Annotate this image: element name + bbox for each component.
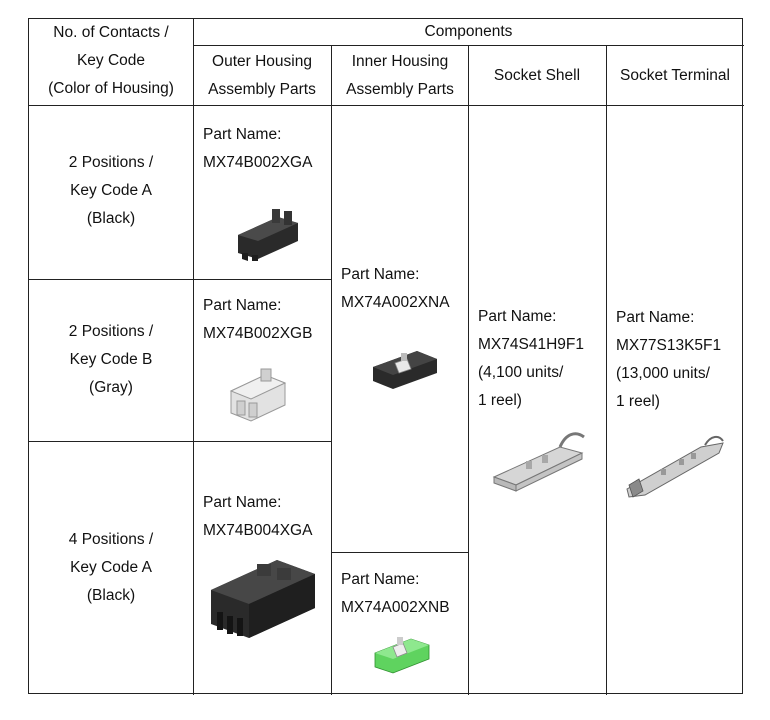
- header-line: Assembly Parts: [208, 81, 316, 98]
- key-line: 2 Positions /: [68, 323, 154, 340]
- header-contacts-key-code: No. of Contacts / Key Code (Color of Hou…: [29, 19, 193, 103]
- inner-part-2: Part Name: MX74A002XNB: [341, 566, 469, 622]
- part-number: MX74B004XGA: [203, 522, 313, 539]
- header-socket-shell: Socket Shell: [493, 67, 581, 84]
- reel-unit: 1 reel): [478, 392, 522, 409]
- header-line: Assembly Parts: [346, 81, 454, 98]
- row-divider: [29, 105, 744, 106]
- outer-part-1: Part Name: MX74B002XGA: [203, 121, 331, 177]
- row-key-2pos-b: 2 Positions / Key Code B (Gray): [29, 318, 193, 402]
- part-number: MX74S41H9F1: [478, 336, 584, 353]
- black-2-position-connector-icon: [232, 203, 304, 263]
- header-line: Outer Housing: [212, 53, 312, 70]
- key-line: Key Code A: [70, 182, 152, 199]
- header-socket-terminal: Socket Terminal: [620, 67, 730, 84]
- header-line: No. of Contacts /: [53, 24, 169, 41]
- column-divider: [193, 19, 194, 695]
- socket-terminal-part: Part Name: MX77S13K5F1 (13,000 units/ 1 …: [616, 304, 744, 416]
- key-line: 2 Positions /: [68, 154, 154, 171]
- row-divider: [331, 552, 469, 553]
- component-table: No. of Contacts / Key Code (Color of Hou…: [28, 18, 744, 695]
- part-name-label: Part Name:: [203, 126, 282, 143]
- header-line: Key Code: [76, 52, 146, 69]
- row-divider: [29, 441, 332, 442]
- socket-terminal-icon: [621, 429, 727, 503]
- part-name-label: Part Name:: [341, 266, 420, 283]
- column-divider: [331, 45, 332, 695]
- black-inner-housing-icon: [369, 345, 441, 393]
- key-line: Key Code B: [69, 351, 153, 368]
- green-inner-housing-icon: [371, 631, 433, 677]
- gray-2-position-connector-icon: [225, 365, 291, 425]
- header-components: Components: [424, 23, 513, 40]
- outer-part-2: Part Name: MX74B002XGB: [203, 292, 331, 348]
- key-line: (Black): [86, 587, 136, 604]
- column-divider: [606, 45, 607, 695]
- column-divider: [468, 45, 469, 695]
- part-name-label: Part Name:: [203, 494, 282, 511]
- part-name-label: Part Name:: [203, 297, 282, 314]
- part-number: MX77S13K5F1: [616, 337, 722, 354]
- socket-shell-part: Part Name: MX74S41H9F1 (4,100 units/ 1 r…: [478, 303, 606, 415]
- part-name-label: Part Name:: [478, 308, 557, 325]
- key-line: Key Code A: [70, 559, 152, 576]
- header-line: (Color of Housing): [48, 80, 174, 97]
- key-line: (Gray): [89, 379, 133, 396]
- header-outer-housing: Outer Housing Assembly Parts: [193, 48, 331, 104]
- reel-quantity: (4,100 units/: [478, 364, 564, 381]
- black-4-position-connector-icon: [207, 554, 319, 642]
- header-line: Inner Housing: [351, 53, 449, 70]
- row-divider: [193, 45, 744, 46]
- outer-part-3: Part Name: MX74B004XGA: [203, 489, 331, 545]
- part-number: MX74B002XGB: [203, 325, 313, 342]
- inner-part-1: Part Name: MX74A002XNA: [341, 261, 469, 317]
- part-number: MX74A002XNA: [341, 294, 450, 311]
- reel-quantity: (13,000 units/: [616, 365, 710, 382]
- header-inner-housing: Inner Housing Assembly Parts: [331, 48, 469, 104]
- row-divider: [29, 279, 332, 280]
- part-name-label: Part Name:: [616, 309, 695, 326]
- part-number: MX74B002XGA: [203, 154, 313, 171]
- key-line: 4 Positions /: [68, 531, 154, 548]
- socket-shell-icon: [490, 427, 588, 497]
- part-name-label: Part Name:: [341, 571, 420, 588]
- row-key-4pos-a: 4 Positions / Key Code A (Black): [29, 526, 193, 610]
- part-number: MX74A002XNB: [341, 599, 450, 616]
- reel-unit: 1 reel): [616, 393, 660, 410]
- row-key-2pos-a: 2 Positions / Key Code A (Black): [29, 149, 193, 233]
- key-line: (Black): [86, 210, 136, 227]
